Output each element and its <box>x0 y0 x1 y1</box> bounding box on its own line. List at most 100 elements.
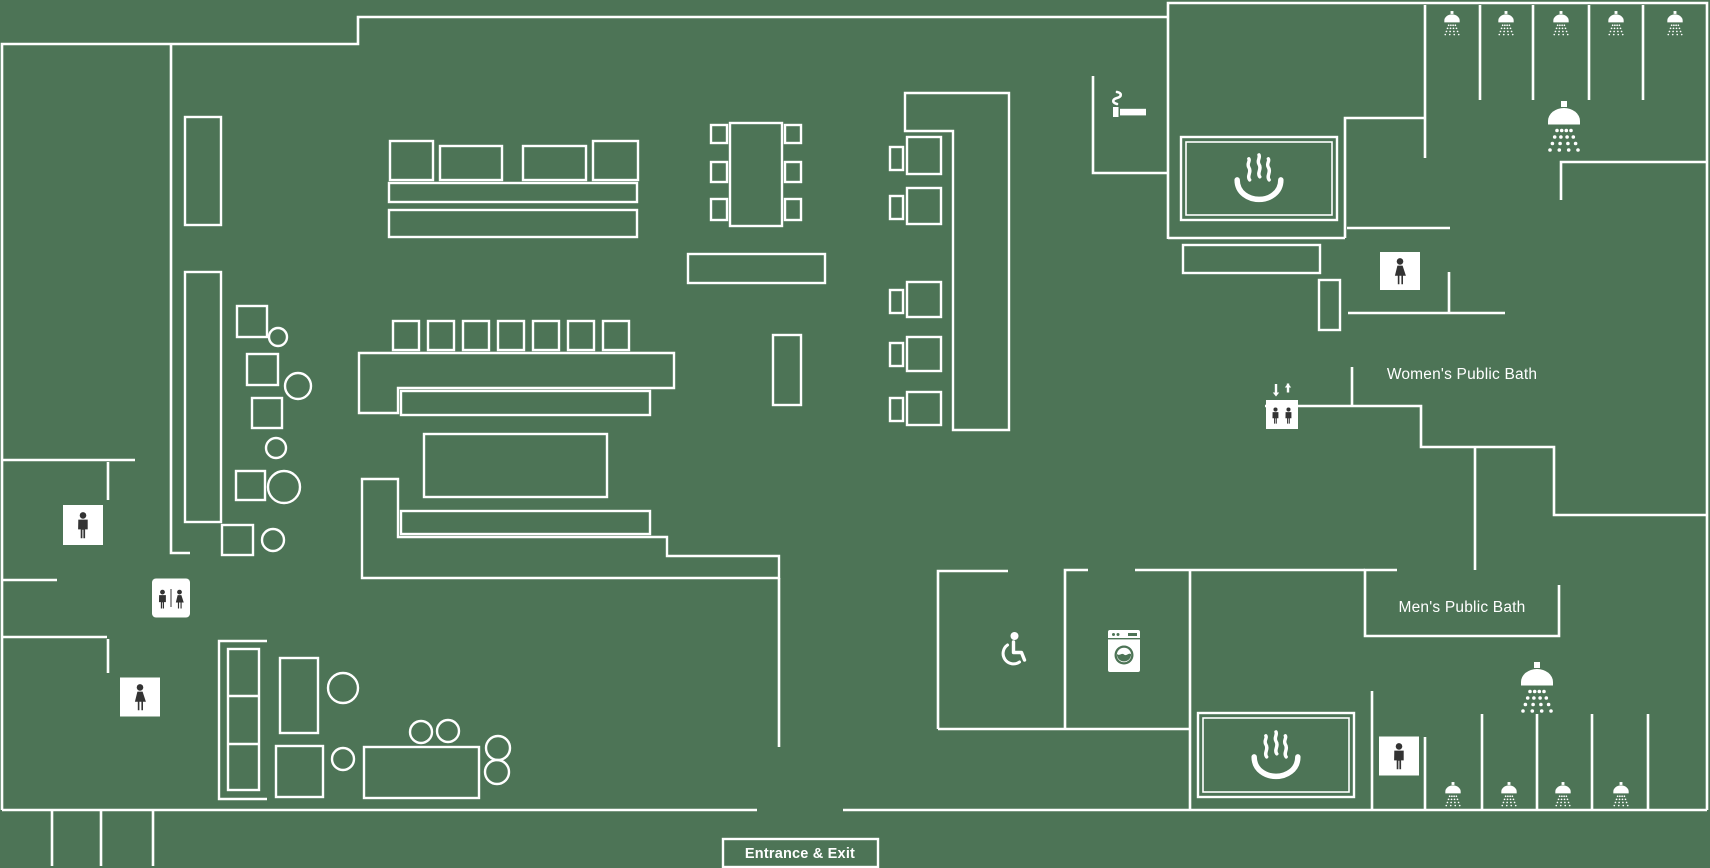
chair <box>783 123 803 145</box>
shower-icon <box>1553 11 1569 36</box>
stool <box>435 718 461 744</box>
lounge-table <box>362 745 481 800</box>
counter-seat <box>905 280 943 319</box>
stool <box>483 758 511 786</box>
table <box>521 144 588 182</box>
womens-toilet-icon <box>1380 252 1420 290</box>
sofa-seats <box>226 647 261 792</box>
womens-bath-tub-inner <box>1185 141 1333 216</box>
table <box>245 352 280 387</box>
shower-icon <box>1548 101 1580 152</box>
seat-cushion <box>461 319 491 352</box>
counter-seat <box>905 135 943 176</box>
stool <box>326 671 360 705</box>
platform-table <box>399 509 652 536</box>
stool <box>267 326 289 348</box>
shower-icon <box>1555 782 1571 807</box>
wall-womens-2 <box>1343 116 1425 238</box>
bench <box>1181 243 1322 275</box>
stool <box>484 734 512 762</box>
mens-toilet-icon <box>1379 736 1419 776</box>
stool <box>266 469 302 505</box>
entrance-label: Entrance & Exit <box>745 846 855 862</box>
wall-accessible-room <box>936 569 1008 729</box>
platform-lower <box>360 477 781 580</box>
shower-icon <box>1501 782 1517 807</box>
womens-bath-label: Women's Public Bath <box>1387 366 1537 383</box>
counter-seat <box>905 335 943 373</box>
table-wide <box>686 252 827 285</box>
stool <box>330 746 356 772</box>
dining-table <box>728 121 784 228</box>
shower-icon <box>1498 11 1514 36</box>
counter-stool <box>888 341 905 368</box>
mens-bath-tub-outer <box>1196 711 1356 799</box>
furniture <box>183 91 1356 801</box>
shower-icon <box>1667 11 1683 36</box>
table-vertical <box>771 333 803 407</box>
womens-bath-tub-outer <box>1179 135 1339 222</box>
shower-icon <box>1444 11 1460 36</box>
seat-cushion <box>531 319 561 352</box>
mens-bath-tub-inner <box>1202 717 1350 793</box>
chair <box>783 160 803 184</box>
mens-toilet-icon <box>63 505 103 545</box>
table <box>250 396 284 430</box>
sofa-back <box>217 639 267 801</box>
counter-long <box>387 208 639 239</box>
wall-laundry-left <box>1063 568 1088 729</box>
womens-toilet-icon <box>120 677 160 717</box>
platform-table <box>399 389 652 417</box>
counter-stool <box>888 194 905 221</box>
table <box>388 139 435 182</box>
table <box>234 469 267 502</box>
locker <box>1317 278 1342 332</box>
wall-left-corridor <box>169 44 190 555</box>
stool <box>260 527 286 553</box>
counter-seat <box>905 390 943 427</box>
entrance-label-box: Entrance & Exit <box>721 837 880 868</box>
elevator-icon <box>1266 383 1298 429</box>
shower-icon <box>1613 782 1629 807</box>
counter-long <box>387 181 639 204</box>
table <box>220 523 255 557</box>
unisex-toilet-icon <box>152 578 190 618</box>
accessible-toilet-icon <box>1001 632 1027 666</box>
wall-steps <box>1265 404 1707 517</box>
table <box>235 304 269 339</box>
wall-mens-label-box <box>1363 568 1561 638</box>
seat-cushion <box>391 319 421 352</box>
table-large <box>422 432 609 499</box>
smoking-area-icon <box>1111 90 1146 117</box>
laundry-icon <box>1108 630 1140 672</box>
stool <box>283 371 313 401</box>
counter-stool <box>888 288 905 315</box>
counter-seat <box>905 186 943 226</box>
table <box>438 144 504 182</box>
counter-stool <box>888 145 905 172</box>
coffee-table <box>278 656 320 735</box>
coffee-table <box>274 744 325 799</box>
shower-icon <box>1521 662 1553 713</box>
wall-smoking-nook <box>1091 76 1167 175</box>
seat-cushion <box>426 319 456 352</box>
seat-cushion <box>566 319 596 352</box>
reception-counter <box>903 91 1011 432</box>
chair <box>709 197 729 222</box>
shelf-left-tall <box>183 270 223 524</box>
seat-cushion <box>496 319 526 352</box>
mens-bath-label: Men's Public Bath <box>1399 599 1526 616</box>
chair <box>709 123 729 145</box>
hot-spring-icon <box>1237 155 1281 199</box>
chair <box>783 197 803 222</box>
stool <box>264 436 288 460</box>
seat-cushion <box>601 319 631 352</box>
shower-icon <box>1445 782 1461 807</box>
wall-shower-room <box>1559 160 1707 200</box>
table <box>591 139 640 182</box>
shelf-top-left <box>183 115 223 227</box>
wall-outer-right-building <box>1166 1 1709 810</box>
